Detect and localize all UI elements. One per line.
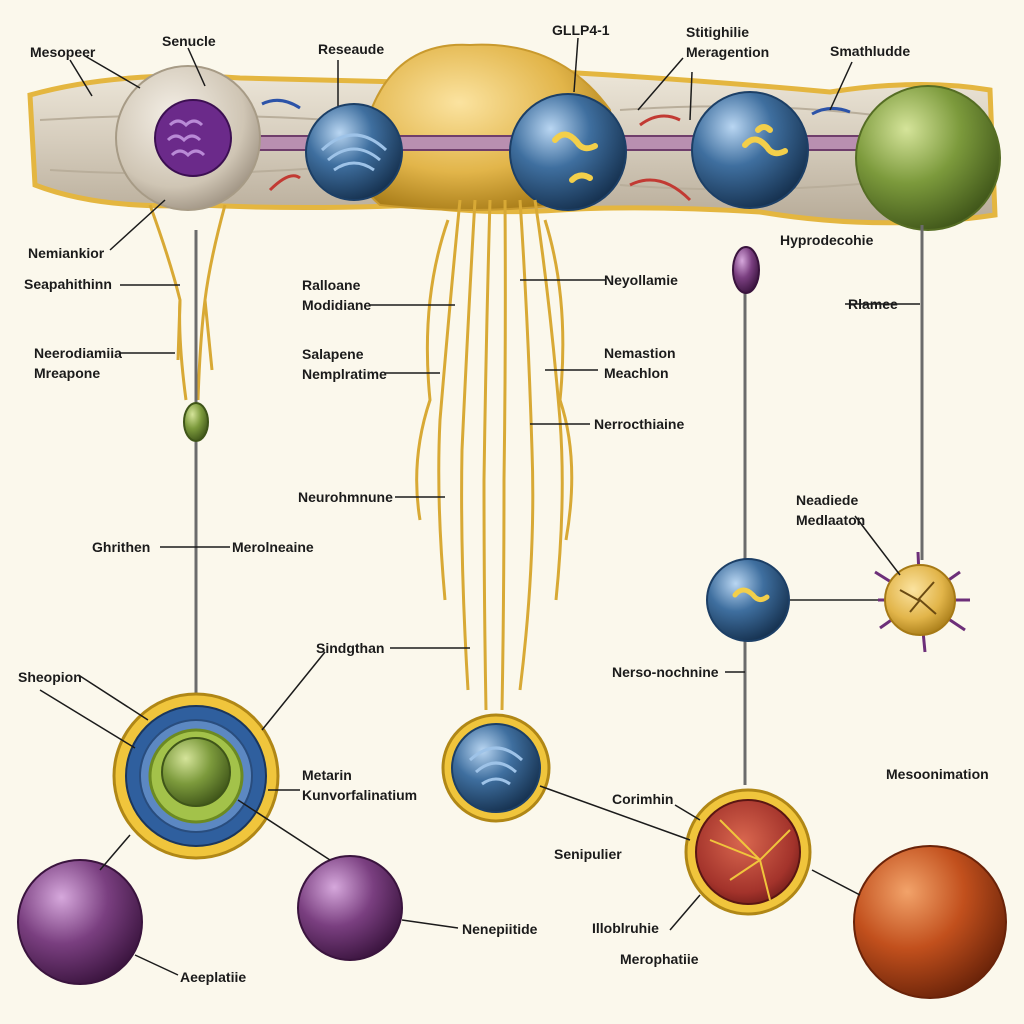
label-salapene-line1: Salapene (302, 346, 364, 362)
label-nenepiitide: Nenepiitide (462, 921, 538, 937)
label-seapathifuinn: Seapahithinn (24, 276, 112, 292)
label-metarin: Metarin Kunvorfalinatium (302, 765, 417, 805)
red-cell (684, 788, 812, 916)
purple-bead (732, 246, 760, 294)
stalks (194, 225, 924, 785)
layered-cell (112, 692, 280, 860)
label-senucle: Senucle (162, 33, 216, 49)
label-nemiankor: Nemiankior (28, 245, 105, 261)
label-neadiede-line2: Medlaaton (796, 512, 866, 528)
label-sindgthan: Sindgthan (316, 640, 385, 656)
label-rlamee: Rlamee (848, 296, 898, 312)
label-illobluhie: Illoblruhie (592, 920, 659, 936)
label-aeeplatiie: Aeeplatiie (180, 969, 247, 985)
label-salapene-line2: Nemplratime (302, 366, 387, 382)
label-sheopion: Sheopion (18, 669, 82, 685)
label-metarin-line1: Metarin (302, 767, 352, 783)
label-nemastion-line2: Meachlon (604, 365, 669, 381)
label-salapene: Salapene Nemplratime (302, 344, 387, 384)
label-ralloane: Ralloane Modidiane (302, 275, 371, 315)
middle-right-cells (706, 551, 970, 653)
label-ghrithen: Ghrithen (92, 539, 151, 555)
label-stitighe-line1: Stitighilie (686, 24, 749, 40)
label-neyollamie: Neyollamie (604, 272, 678, 288)
label-mesopeer: Mesopeer (30, 44, 96, 60)
label-neurodiamia-line2: Mreapone (34, 365, 101, 381)
label-neurodiamia-line1: Neerodiamiia (34, 345, 122, 361)
leader-lines (39, 37, 920, 976)
label-nerrocthine: Nerrocthiaine (594, 416, 685, 432)
label-glp1: GLLP4-1 (552, 22, 610, 38)
label-metarin-line2: Kunvorfalinatium (302, 787, 418, 803)
label-stitighe-line2: Meragention (686, 44, 770, 60)
label-neadiede-line1: Neadiede (796, 492, 859, 508)
label-mesoonimation: Mesoonimation (886, 766, 989, 782)
blue-bottom-cell (441, 713, 551, 823)
bottom-spheres (17, 845, 1007, 999)
label-neadiede: Neadiede Medlaaton (796, 490, 865, 530)
label-smathlude: Smathludde (830, 43, 911, 59)
dendrite-bundles (148, 199, 574, 711)
label-reseaude: Reseaude (318, 41, 385, 57)
label-neurohmnune: Neurohmnune (298, 489, 393, 505)
label-hygrodecohe: Hyprodecohie (780, 232, 874, 248)
label-merolneaine: Merolneaine (232, 539, 314, 555)
label-merophatiie: Merophatiie (620, 951, 699, 967)
label-ralloane-line1: Ralloane (302, 277, 361, 293)
label-nemastion: Nemastion Meachlon (604, 343, 676, 383)
label-ralloane-line2: Modidiane (302, 297, 372, 313)
label-corimhin: Corimhin (612, 791, 674, 807)
label-nerso: Nerso-nochnine (612, 664, 719, 680)
label-neurodiamia: Neerodiamiia Mreapone (34, 343, 122, 383)
top-cells (115, 65, 1001, 231)
label-nemastion-line1: Nemastion (604, 345, 676, 361)
green-bead (183, 402, 209, 442)
label-stitighe: Stitighilie Meragention (686, 22, 769, 62)
label-senipulier: Senipulier (554, 846, 622, 862)
